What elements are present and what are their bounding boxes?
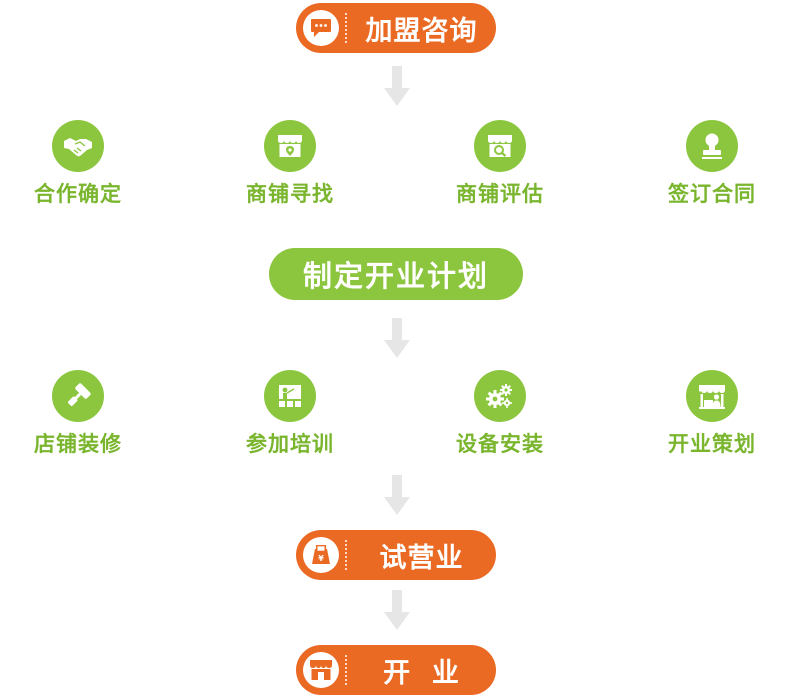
step-label: 店铺装修 [34, 432, 122, 456]
step-opening-planning: 开业策划 [637, 370, 787, 458]
gears-icon [474, 370, 526, 422]
shop-search-icon [474, 120, 526, 172]
step-label: 参加培训 [246, 432, 334, 456]
down-arrow-icon [384, 318, 410, 358]
step-shop-evaluation: 商铺评估 [425, 120, 575, 208]
step-label: 商铺评估 [456, 182, 544, 206]
down-arrow-icon [384, 66, 410, 106]
chat-bubble-icon [303, 10, 339, 46]
divider [345, 540, 347, 570]
down-arrow-icon [384, 475, 410, 515]
step-label: 开 业 [383, 657, 460, 689]
divider [345, 655, 347, 685]
storefront-person-icon [686, 370, 738, 422]
step-cooperation-confirm: 合作确定 [3, 120, 153, 208]
step-label: 签订合同 [668, 182, 756, 206]
shop-location-icon [264, 120, 316, 172]
step-shop-search: 商铺寻找 [215, 120, 365, 208]
stamp-icon [686, 120, 738, 172]
step-opening: 开 业 [296, 645, 496, 695]
step-label: 加盟咨询 [365, 15, 478, 47]
step-franchise-consult: 加盟咨询 [296, 3, 496, 53]
step-label: 试营业 [379, 542, 464, 574]
paint-roller-icon [52, 370, 104, 422]
svg-text:¥: ¥ [318, 554, 324, 563]
step-label: 合作确定 [34, 182, 122, 206]
step-trial-operation: ¥ 试营业 [296, 530, 496, 580]
step-label: 开业策划 [668, 432, 756, 456]
training-board-icon [264, 370, 316, 422]
divider [345, 13, 347, 43]
step-sign-contract: 签订合同 [637, 120, 787, 208]
storefront-icon [303, 652, 339, 688]
step-label: 商铺寻找 [246, 182, 334, 206]
step-label: 设备安装 [456, 432, 544, 456]
step-shop-decoration: 店铺装修 [3, 370, 153, 458]
step-opening-plan: 制定开业计划 [269, 248, 523, 300]
down-arrow-icon [384, 590, 410, 630]
register-icon: ¥ [303, 537, 339, 573]
step-training: 参加培训 [215, 370, 365, 458]
handshake-icon [52, 120, 104, 172]
step-equipment-install: 设备安装 [425, 370, 575, 458]
